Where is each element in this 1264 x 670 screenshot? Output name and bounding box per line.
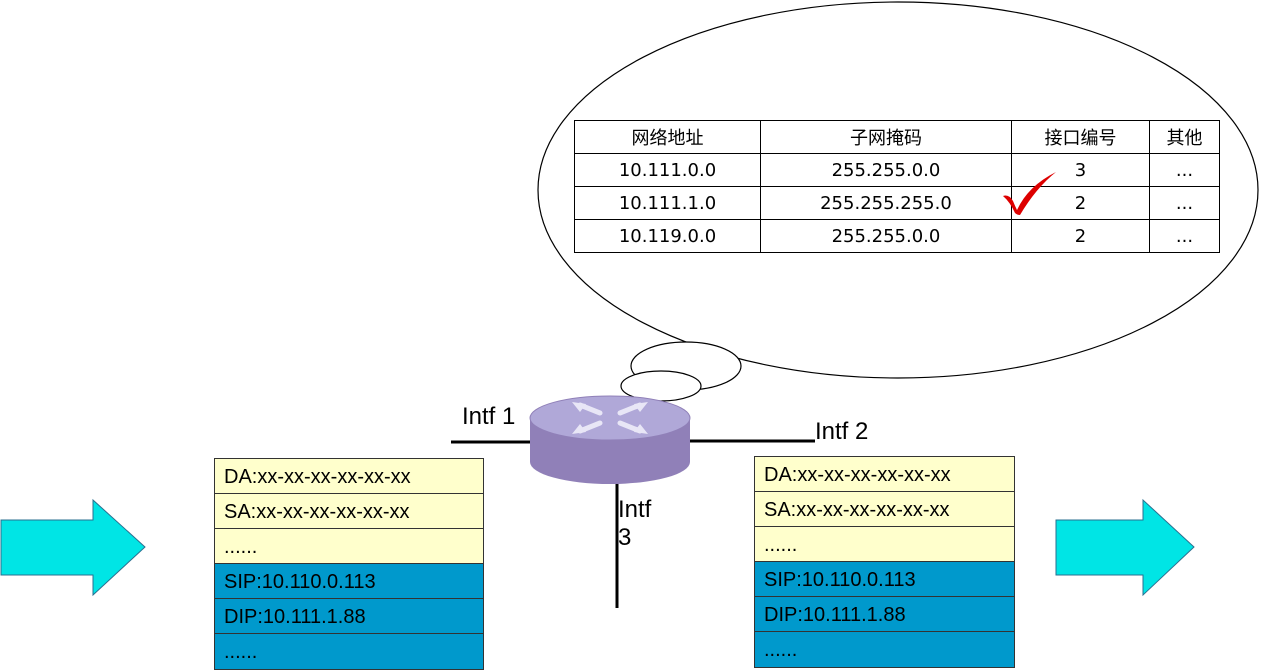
packet-field-da: DA:xx-xx-xx-xx-xx-xx xyxy=(215,459,483,494)
packet-field-dip: DIP:10.111.1.88 xyxy=(755,597,1014,632)
intf3-label: Intf 3 xyxy=(618,496,651,552)
cell-network: 10.111.0.0 xyxy=(574,153,761,187)
header-network-address: 网络地址 xyxy=(574,120,761,154)
packet-field-ellipsis: ...... xyxy=(215,529,483,564)
cell-network: 10.111.1.0 xyxy=(574,186,761,220)
table-row: 10.111.1.0 255.255.255.0 2 ... xyxy=(574,186,1220,220)
header-subnet-mask: 子网掩码 xyxy=(759,120,1012,154)
header-interface-number: 接口编号 xyxy=(1010,120,1151,154)
routing-table: 网络地址 子网掩码 接口编号 其他 10.111.0.0 255.255.0.0… xyxy=(574,120,1220,253)
intf2-label: Intf 2 xyxy=(815,418,869,445)
router-icon xyxy=(529,395,691,484)
packet-field-da: DA:xx-xx-xx-xx-xx-xx xyxy=(755,457,1014,492)
cell-mask: 255.255.255.0 xyxy=(759,186,1012,220)
arrow-right-icon xyxy=(1055,498,1195,597)
intf1-label: Intf 1 xyxy=(462,403,516,430)
packet-field-sip: SIP:10.110.0.113 xyxy=(755,562,1014,597)
packet-field-sip: SIP:10.110.0.113 xyxy=(215,564,483,599)
table-row: 10.111.0.0 255.255.0.0 3 ... xyxy=(574,153,1220,187)
cell-other: ... xyxy=(1149,153,1220,187)
table-row: 10.119.0.0 255.255.0.0 2 ... xyxy=(574,219,1220,253)
cell-mask: 255.255.0.0 xyxy=(759,153,1012,187)
checkmark-icon xyxy=(1003,172,1056,215)
cell-network: 10.119.0.0 xyxy=(574,219,761,253)
cell-other: ... xyxy=(1149,219,1220,253)
header-other: 其他 xyxy=(1149,120,1220,154)
packet-in: DA:xx-xx-xx-xx-xx-xx SA:xx-xx-xx-xx-xx-x… xyxy=(214,458,484,670)
packet-field-dip: DIP:10.111.1.88 xyxy=(215,599,483,634)
routing-table-header: 网络地址 子网掩码 接口编号 其他 xyxy=(574,120,1220,154)
arrow-right-icon xyxy=(0,498,146,597)
packet-field-ellipsis: ...... xyxy=(215,634,483,669)
packet-field-sa: SA:xx-xx-xx-xx-xx-xx xyxy=(215,494,483,529)
cell-other: ... xyxy=(1149,186,1220,220)
intf3-label-line2: 3 xyxy=(618,524,632,551)
packet-field-ellipsis: ...... xyxy=(755,632,1014,667)
cell-interface: 3 xyxy=(1010,153,1151,187)
packet-out: DA:xx-xx-xx-xx-xx-xx SA:xx-xx-xx-xx-xx-x… xyxy=(754,456,1015,668)
cell-interface: 2 xyxy=(1010,219,1151,253)
packet-field-ellipsis: ...... xyxy=(755,527,1014,562)
cell-mask: 255.255.0.0 xyxy=(759,219,1012,253)
intf3-label-line1: Intf xyxy=(618,496,652,523)
packet-field-sa: SA:xx-xx-xx-xx-xx-xx xyxy=(755,492,1014,527)
